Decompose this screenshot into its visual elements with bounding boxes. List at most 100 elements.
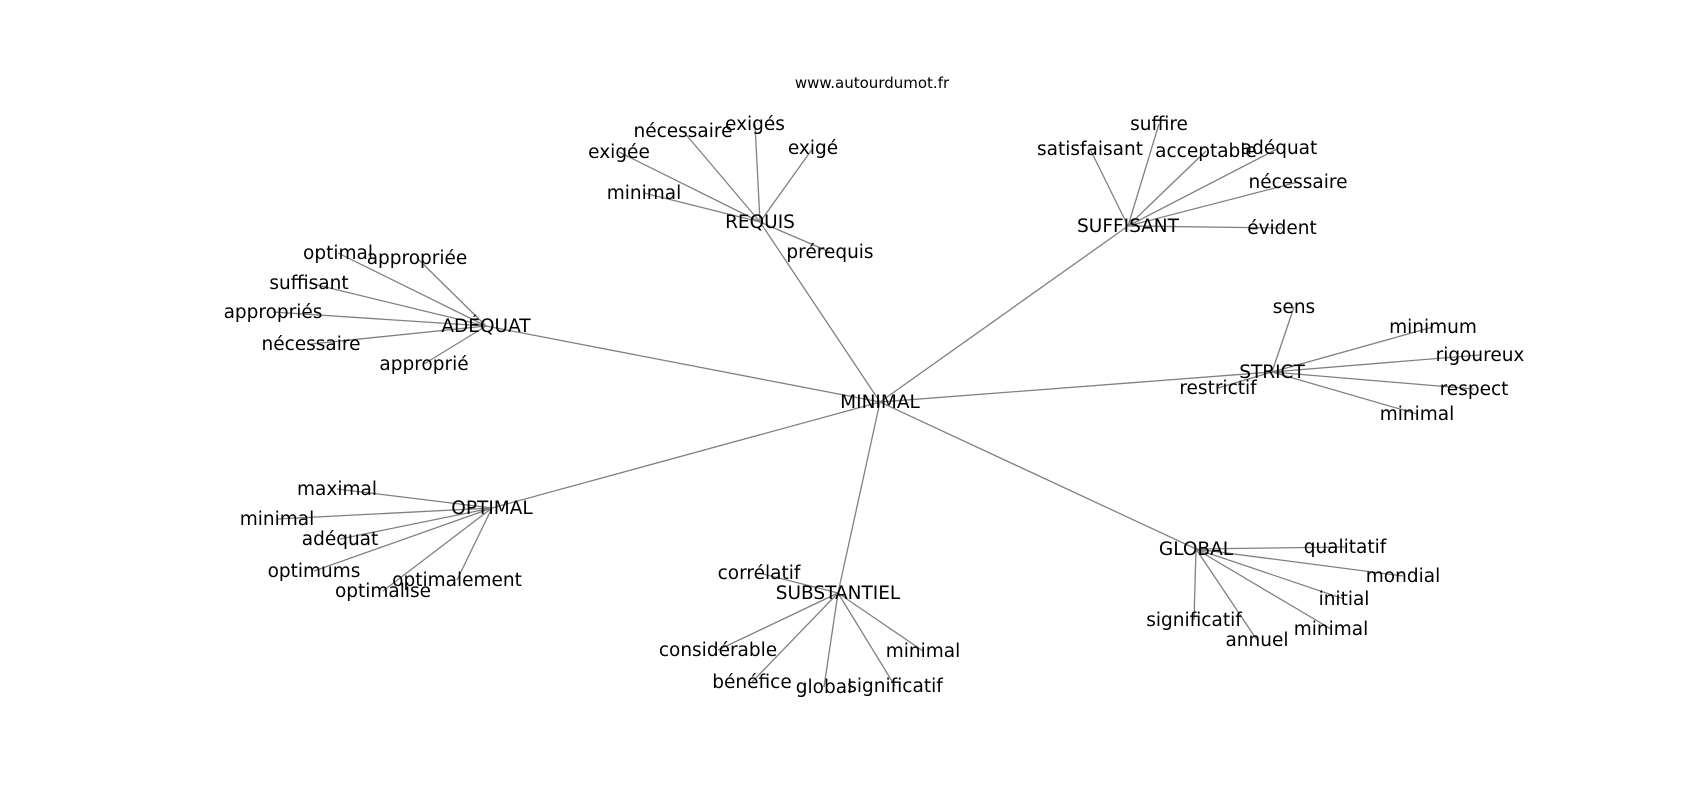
leaf-node: minimal: [240, 509, 315, 530]
leaf-node: significatif: [847, 676, 943, 697]
edge-hub-to-leaf: [759, 147, 814, 223]
edge-hub-to-leaf: [1271, 306, 1295, 373]
leaf-node: suffisant: [269, 273, 348, 294]
edge-hub-to-leaf: [272, 311, 487, 327]
leaf-node: mondial: [1366, 566, 1440, 587]
leaf-node: minimal: [1294, 619, 1369, 640]
leaf-node: acceptable: [1155, 141, 1257, 162]
edge-hub-to-leaf: [423, 325, 487, 365]
edge-center-to-hub: [837, 401, 881, 594]
edge-hub-to-leaf: [1195, 546, 1346, 550]
edge-center-to-hub: [759, 221, 881, 403]
edge-hub-to-leaf: [1271, 371, 1418, 415]
edge-hub-to-leaf: [682, 130, 761, 223]
edge-center-to-hub: [879, 401, 1197, 550]
leaf-node: prérequis: [786, 242, 873, 263]
edge-hub-to-leaf: [1127, 123, 1160, 227]
leaf-node: exigée: [588, 142, 650, 163]
hub-node: ADÉQUAT: [441, 315, 531, 337]
edge-hub-to-leaf: [751, 592, 839, 683]
leaf-node: minimal: [1380, 404, 1455, 425]
leaf-node: qualitatif: [1304, 537, 1387, 558]
leaf-node: optimal: [303, 243, 373, 264]
edge-hub-to-leaf: [276, 507, 493, 520]
leaf-node: approprié: [379, 354, 468, 375]
edge-hub-to-leaf: [310, 325, 487, 345]
edge-hub-to-leaf: [308, 282, 487, 327]
edge-hub-to-leaf: [1217, 371, 1273, 389]
edge-hub-to-leaf: [1195, 548, 1345, 600]
leaf-node: corrélatif: [718, 563, 801, 584]
leaf-node: suffire: [1130, 114, 1188, 135]
leaf-node: annuel: [1225, 630, 1288, 651]
leaf-node: exigé: [788, 138, 838, 159]
edge-hub-to-leaf: [1127, 150, 1207, 227]
edge-hub-to-leaf: [337, 252, 487, 327]
edge-hub-to-leaf: [1193, 548, 1197, 621]
hub-node: REQUIS: [725, 212, 795, 233]
leaf-node: restrictif: [1179, 378, 1257, 399]
leaf-node: appropriés: [224, 302, 323, 323]
edge-hub-to-leaf: [618, 151, 761, 223]
hub-node: SUFFISANT: [1077, 216, 1180, 237]
leaf-node: adéquat: [1241, 138, 1318, 159]
leaf-node: minimum: [1389, 317, 1477, 338]
source-watermark: www.autourdumot.fr: [795, 74, 950, 92]
edge-center-to-hub: [491, 401, 881, 509]
edge-hub-to-leaf: [339, 507, 493, 540]
leaf-node: minimal: [886, 641, 961, 662]
hub-node: OPTIMAL: [451, 498, 533, 519]
edge-hub-to-leaf: [837, 592, 896, 687]
edge-center-to-hub: [485, 325, 881, 403]
leaf-node: bénéfice: [712, 672, 791, 693]
leaf-node: nécessaire: [262, 334, 361, 355]
edge-hub-to-leaf: [754, 123, 761, 223]
leaf-node: optimalement: [392, 570, 522, 591]
leaf-node: considérable: [659, 640, 777, 661]
leaf-node: adéquat: [302, 529, 379, 550]
leaf-node: initial: [1319, 589, 1370, 610]
center-node: MINIMAL: [840, 392, 920, 413]
edge-hub-to-leaf: [1127, 225, 1283, 229]
edge-hub-to-leaf: [1127, 181, 1299, 227]
edge-center-to-hub: [879, 371, 1273, 403]
edge-hub-to-leaf: [823, 592, 839, 688]
edge-hub-to-leaf: [837, 592, 924, 652]
edge-hub-to-leaf: [382, 507, 493, 592]
edge-hub-to-leaf: [643, 192, 761, 223]
leaf-node: sens: [1273, 297, 1315, 318]
leaf-node: évident: [1247, 218, 1317, 239]
hub-node: STRICT: [1239, 362, 1305, 383]
leaf-node: nécessaire: [1249, 172, 1348, 193]
edge-hub-to-leaf: [336, 488, 493, 509]
edges-layer: [272, 123, 1481, 688]
edge-hub-to-leaf: [1271, 371, 1475, 390]
edge-hub-to-leaf: [1195, 548, 1332, 630]
leaf-node: appropriée: [367, 248, 468, 269]
edge-hub-to-leaf: [717, 592, 839, 651]
leaf-node: optimums: [268, 561, 361, 582]
edge-hub-to-leaf: [1127, 147, 1280, 227]
leaf-node: nécessaire: [634, 121, 733, 142]
leaf-node: respect: [1440, 379, 1509, 400]
leaf-node: significatif: [1146, 610, 1242, 631]
edge-hub-to-leaf: [1271, 326, 1434, 373]
edge-hub-to-leaf: [456, 507, 493, 581]
edge-hub-to-leaf: [1195, 548, 1258, 641]
leaf-node: exigés: [725, 114, 785, 135]
edge-hub-to-leaf: [1195, 548, 1404, 577]
leaf-node: minimal: [607, 183, 682, 204]
edge-hub-to-leaf: [759, 221, 831, 253]
edge-hub-to-leaf: [313, 507, 493, 572]
hub-node: SUBSTANTIEL: [776, 583, 901, 604]
leaf-node: maximal: [297, 479, 377, 500]
edge-center-to-hub: [879, 225, 1129, 403]
leaf-node: satisfaisant: [1037, 139, 1143, 160]
edge-hub-to-leaf: [416, 257, 487, 327]
edge-hub-to-leaf: [1089, 148, 1129, 227]
hub-node: GLOBAL: [1159, 539, 1234, 560]
leaf-node: rigoureux: [1436, 345, 1525, 366]
edge-hub-to-leaf: [758, 572, 839, 594]
